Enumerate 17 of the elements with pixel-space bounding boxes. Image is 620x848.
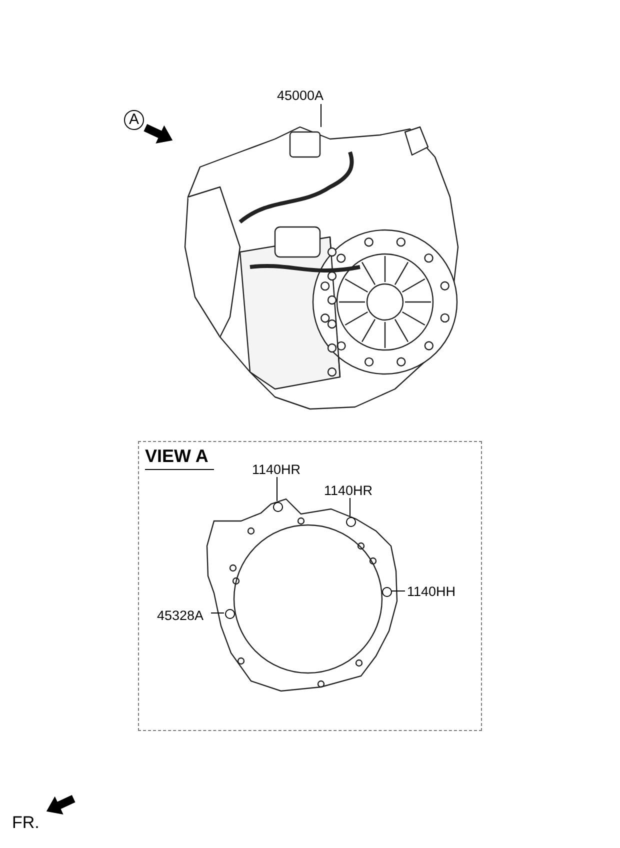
leader-line [276,476,278,502]
front-label: FR. [12,813,40,833]
view-title: VIEW A [145,446,214,470]
part-number: 45000A [277,88,329,103]
part-number: 45328A [157,608,211,623]
bolt-hole [273,502,283,512]
leader-line [390,590,406,592]
bolt-hole [346,517,356,527]
bolt-hole [225,609,235,619]
bolt-hole [382,587,392,597]
leader-line [210,612,224,614]
view-marker: A [124,110,144,130]
part-number: 1140HR [252,462,306,477]
view-panel [138,441,482,731]
part-number: 1140HR [324,483,378,498]
leader-line [320,104,322,128]
part-number: 1140HH [407,584,461,599]
